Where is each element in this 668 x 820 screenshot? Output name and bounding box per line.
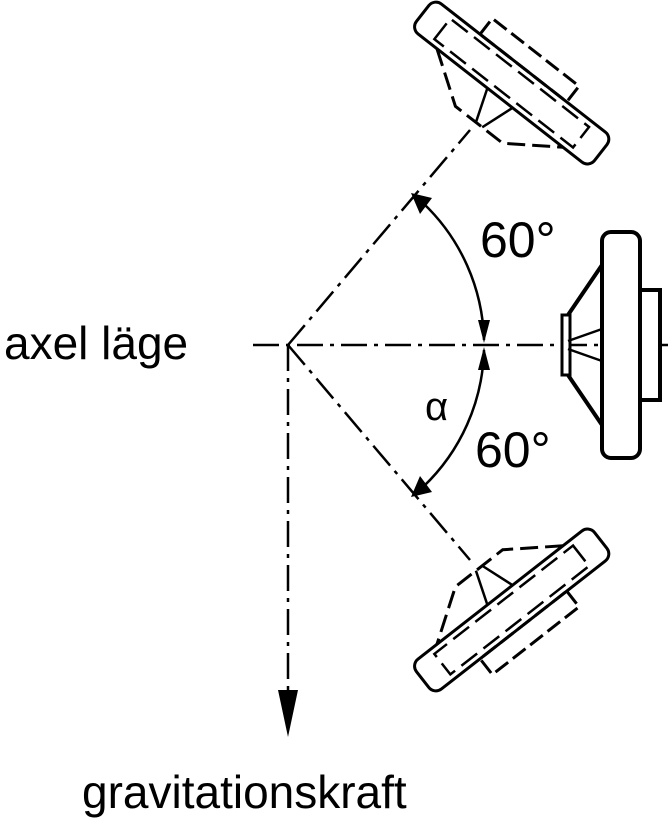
upper-centerline — [287, 129, 471, 346]
axis-position-label: axel läge — [4, 317, 188, 369]
upper-arc-arrow-end — [478, 320, 490, 343]
wheel-upper-rotated — [388, 0, 627, 196]
upper-angle-arc — [422, 202, 486, 341]
lower-arc-arrow-end — [411, 476, 432, 497]
lower-angle-label: 60° — [475, 422, 551, 478]
lower-centerline — [287, 344, 471, 561]
upper-arc-arrow-start — [411, 193, 432, 214]
gravity-arrowhead — [278, 690, 298, 737]
upper-angle-label: 60° — [480, 212, 556, 268]
lower-arc-arrow-start — [478, 347, 490, 370]
gravity-label: gravitationskraft — [82, 766, 407, 818]
alpha-label: α — [425, 385, 448, 429]
wheel-lower-rotated — [388, 497, 627, 712]
